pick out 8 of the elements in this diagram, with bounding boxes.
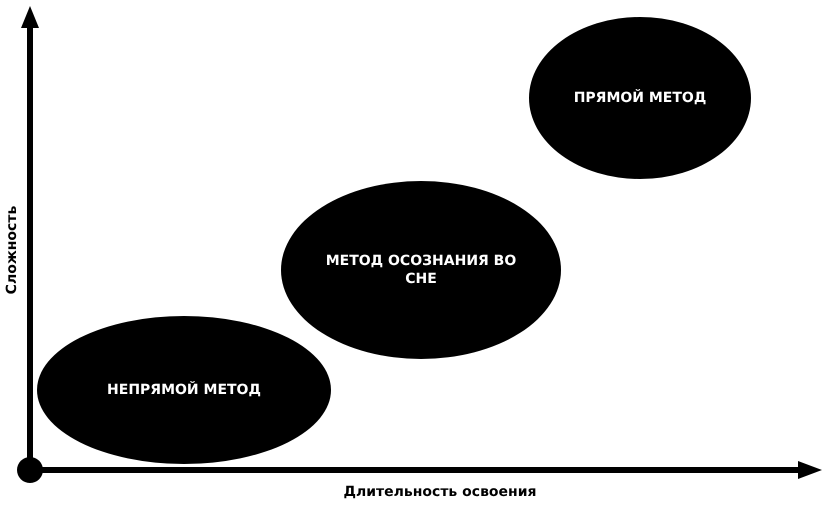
node-label: НЕПРЯМОЙ МЕТОД (107, 381, 261, 399)
ellipse-node (528, 16, 752, 180)
x-axis-title: Длительность освоения (343, 484, 537, 500)
y-axis-title: Сложность (4, 206, 20, 294)
node-label: МЕТОД ОСОЗНАНИЯ ВО СНЕ (324, 252, 518, 288)
ellipse-node (280, 180, 562, 360)
node-label: ПРЯМОЙ МЕТОД (574, 89, 706, 107)
ellipse-node (36, 315, 332, 465)
